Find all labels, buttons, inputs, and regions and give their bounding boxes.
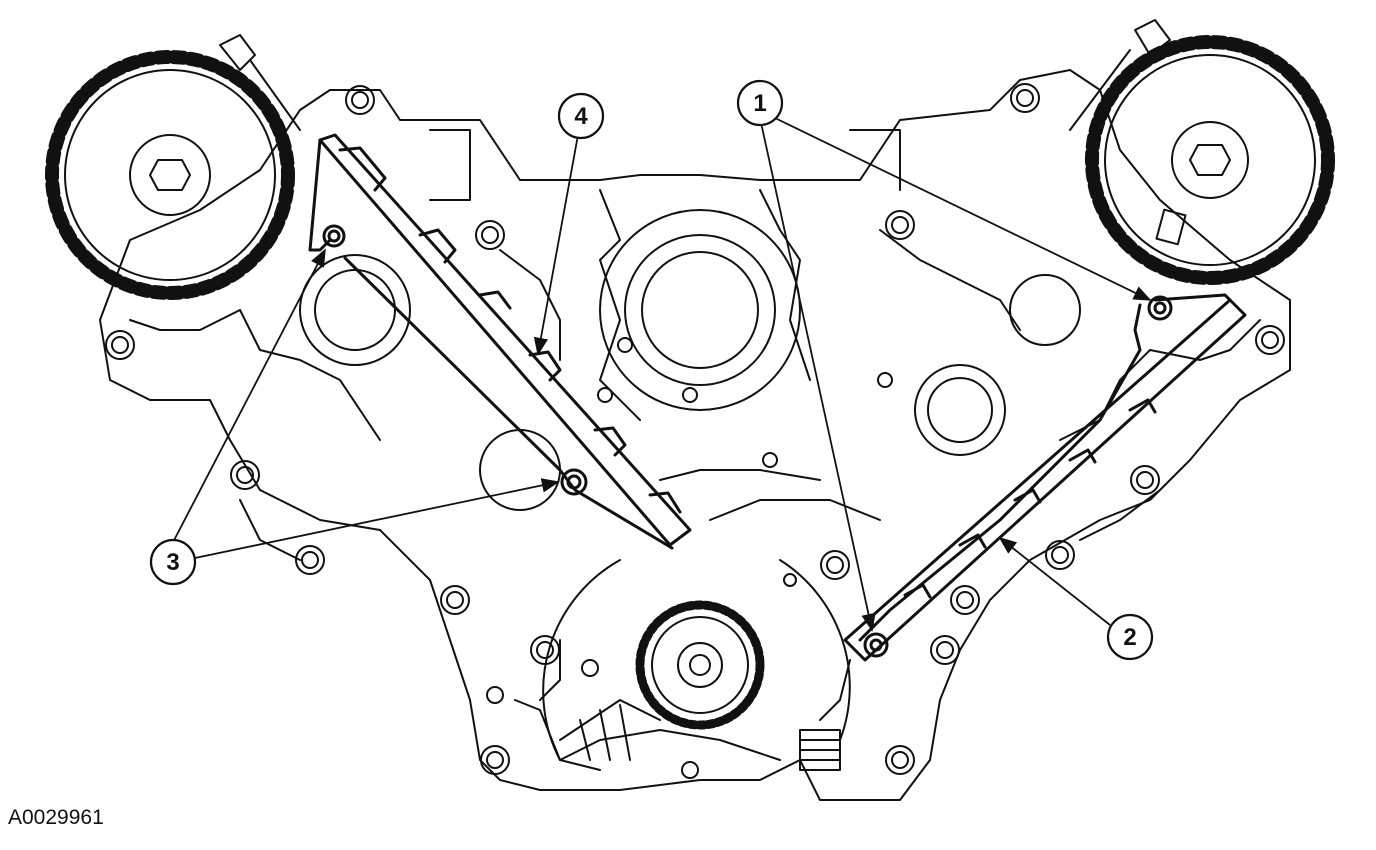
callout-1-label: 1 <box>753 90 766 117</box>
block-openings <box>299 209 1081 511</box>
callout-3-label: 3 <box>166 549 179 576</box>
leader-4 <box>533 134 579 356</box>
leader-3a <box>169 248 326 549</box>
left-camshaft-sprocket <box>45 34 301 300</box>
right-tensioner-arm-upper-bolt <box>1147 295 1173 321</box>
leader-2 <box>998 536 1111 626</box>
left-tensioner-arm-lower-bolt <box>560 468 588 496</box>
callout-3: 3 <box>149 538 197 586</box>
figure-id: A0029961 <box>8 806 104 829</box>
right-chain-guide <box>843 298 1247 662</box>
left-tensioner-arm-upper-bolt <box>322 224 346 248</box>
left-chain-guide <box>318 133 692 547</box>
right-tensioner-arm <box>858 293 1232 658</box>
leader-1b <box>759 117 876 632</box>
leader-1a <box>774 117 1152 301</box>
callout-4: 4 <box>557 92 605 140</box>
callout-2-label: 2 <box>1123 624 1136 651</box>
leader-3b <box>194 478 560 559</box>
right-camshaft-sprocket <box>1069 19 1335 285</box>
callout-4-label: 4 <box>574 103 588 130</box>
right-tensioner-arm-lower-bolt <box>863 632 889 658</box>
lower-housing <box>514 699 841 771</box>
callout-1: 1 <box>736 79 784 127</box>
callout-2: 2 <box>1106 613 1154 661</box>
